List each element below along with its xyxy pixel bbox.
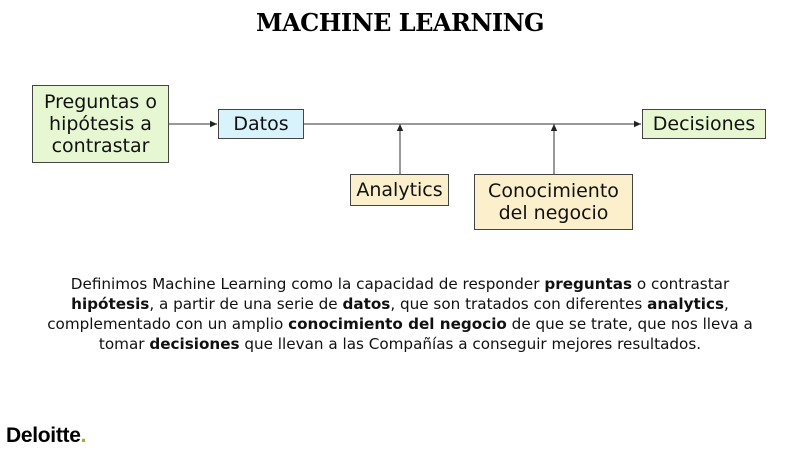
description-text: , complementado con un amplio — [47, 295, 729, 333]
node-analytics-label: Analytics — [356, 179, 443, 201]
description-text: de que se trate, que nos lleva a tomar — [98, 315, 753, 353]
description-text: , a partir de una serie de — [149, 295, 343, 313]
node-preguntas-label: Preguntas o hipótesis a contrastar — [43, 91, 157, 157]
description-keyword: analytics — [647, 295, 725, 313]
node-datos-label: Datos — [233, 113, 289, 135]
logo-dot: . — [80, 424, 87, 447]
deloitte-logo: Deloitte. — [6, 424, 86, 448]
description-text: , que son tratados con diferentes — [390, 295, 648, 313]
node-decisiones-label: Decisiones — [652, 113, 756, 135]
description-text: Definimos Machine Learning como la capac… — [70, 275, 545, 293]
description-keyword: datos — [342, 295, 391, 313]
description-keyword: hipótesis — [71, 295, 150, 313]
description-paragraph: Definimos Machine Learning como la capac… — [30, 274, 770, 354]
description-keyword: conocimiento del negocio — [288, 315, 507, 333]
node-negocio-label: Conocimiento del negocio — [488, 180, 619, 224]
node-negocio: Conocimiento del negocio — [474, 174, 633, 230]
node-analytics: Analytics — [350, 174, 449, 206]
node-preguntas: Preguntas o hipótesis a contrastar — [32, 85, 169, 163]
description-keyword: decisiones — [149, 335, 240, 353]
logo-text: Deloitte — [6, 424, 81, 447]
description-text: o contrastar — [632, 275, 730, 293]
node-datos: Datos — [218, 109, 304, 139]
page-title: MACHINE LEARNING — [255, 8, 545, 37]
node-decisiones: Decisiones — [642, 109, 766, 139]
description-keyword: preguntas — [544, 275, 633, 293]
description-text: que llevan a las Compañías a conseguir m… — [239, 335, 702, 353]
